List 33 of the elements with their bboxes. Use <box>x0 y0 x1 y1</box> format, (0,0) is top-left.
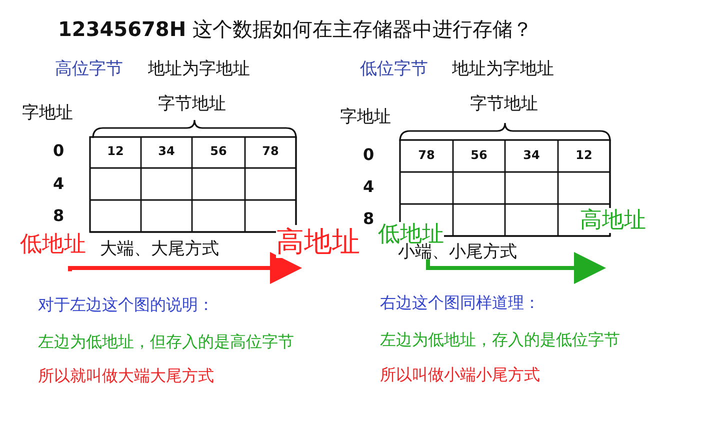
cell-value: 34 <box>522 149 541 163</box>
row-number: 4 <box>363 178 374 196</box>
row-number: 0 <box>363 146 374 164</box>
note: 右边这个图同样道理： <box>380 294 540 312</box>
cell-value: 78 <box>261 145 280 159</box>
arrow <box>426 252 606 284</box>
note: 对于左边这个图的说明： <box>38 296 214 314</box>
caption: 大端、大尾方式 <box>100 240 219 260</box>
note: 所以就叫做大端大尾方式 <box>38 367 214 386</box>
note: 所以叫做小端小尾方式 <box>380 366 540 384</box>
heading: 地址为字地址 <box>452 60 554 80</box>
heading: 高位字节 <box>55 60 123 80</box>
row-number: 8 <box>53 207 64 226</box>
arrow <box>68 252 302 284</box>
row-label: 字地址 <box>340 108 391 128</box>
note: 左边为低地址，存入的是低位字节 <box>380 331 620 350</box>
title: 12345678H 这个数据如何在主存储器中进行存储？ <box>58 18 532 41</box>
cell-value: 56 <box>209 145 228 159</box>
heading: 地址为字地址 <box>148 60 250 80</box>
note: 左边为低地址，但存入的是高位字节 <box>38 333 294 352</box>
row-number: 4 <box>53 175 64 194</box>
row-number: 8 <box>363 210 374 228</box>
row-number: 0 <box>53 142 64 160</box>
cell-value: 56 <box>470 149 488 163</box>
column-label: 字节地址 <box>158 95 226 115</box>
column-label: 字节地址 <box>470 95 538 115</box>
cell-value: 12 <box>106 145 125 159</box>
address-label: 高地址 <box>580 208 646 270</box>
cell-value: 12 <box>574 149 594 163</box>
cell-value: 78 <box>417 149 436 163</box>
cell-value: 34 <box>157 145 176 159</box>
row-label: 字地址 <box>22 104 73 124</box>
heading: 低位字节 <box>360 60 428 80</box>
